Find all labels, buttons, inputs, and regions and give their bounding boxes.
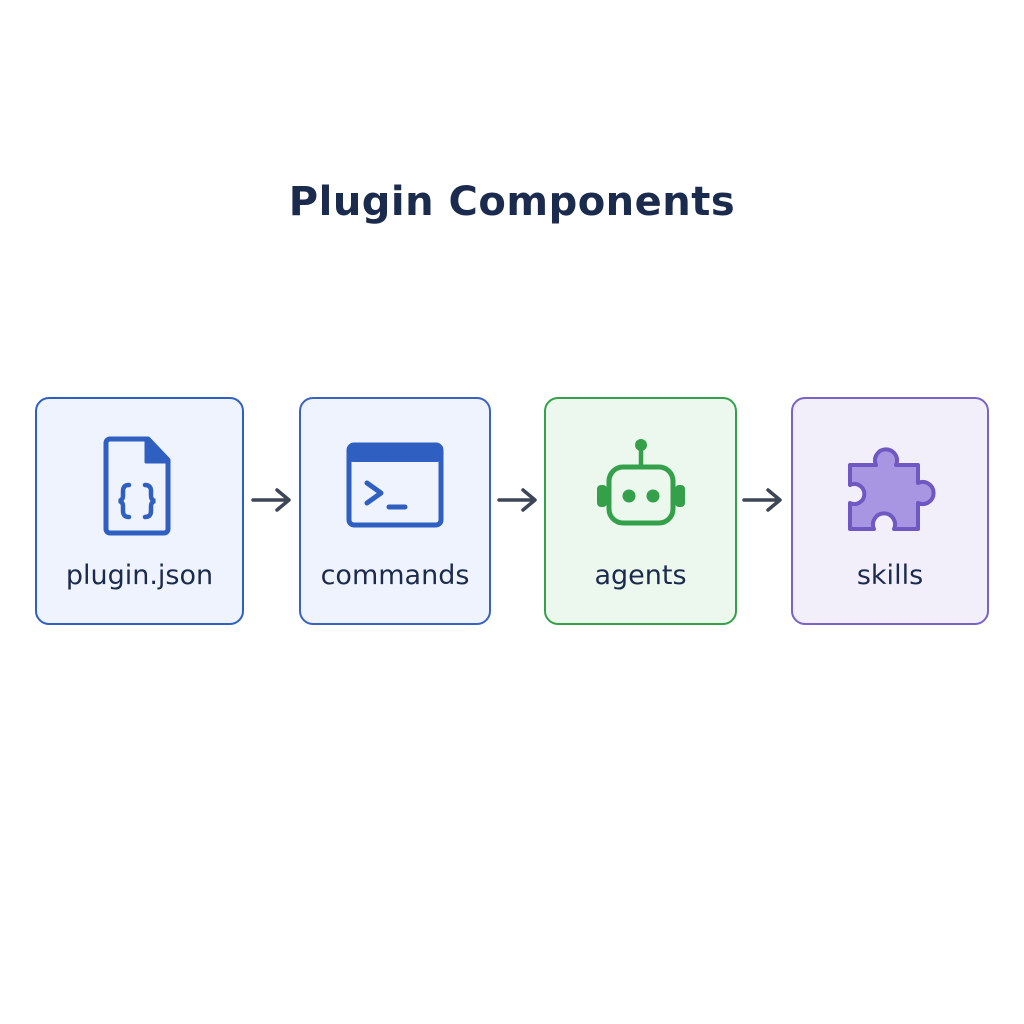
component-card-skills: skills [791, 397, 989, 625]
component-label: skills [856, 560, 924, 591]
component-label: agents [594, 560, 687, 591]
component-card-commands: commands [299, 397, 491, 625]
component-label: commands [320, 560, 470, 591]
component-card-plugin-json: plugin.json [35, 397, 244, 625]
arrow-right-icon [742, 488, 782, 512]
page-title: Plugin Components [288, 179, 736, 225]
component-label: plugin.json [65, 560, 214, 591]
arrow-right-icon [251, 488, 291, 512]
terminal-icon [346, 442, 444, 528]
component-card-agents: agents [544, 397, 737, 625]
robot-icon [596, 439, 685, 526]
puzzle-piece-icon [848, 447, 936, 531]
arrow-right-icon [497, 488, 537, 512]
json-file-icon [103, 436, 170, 536]
